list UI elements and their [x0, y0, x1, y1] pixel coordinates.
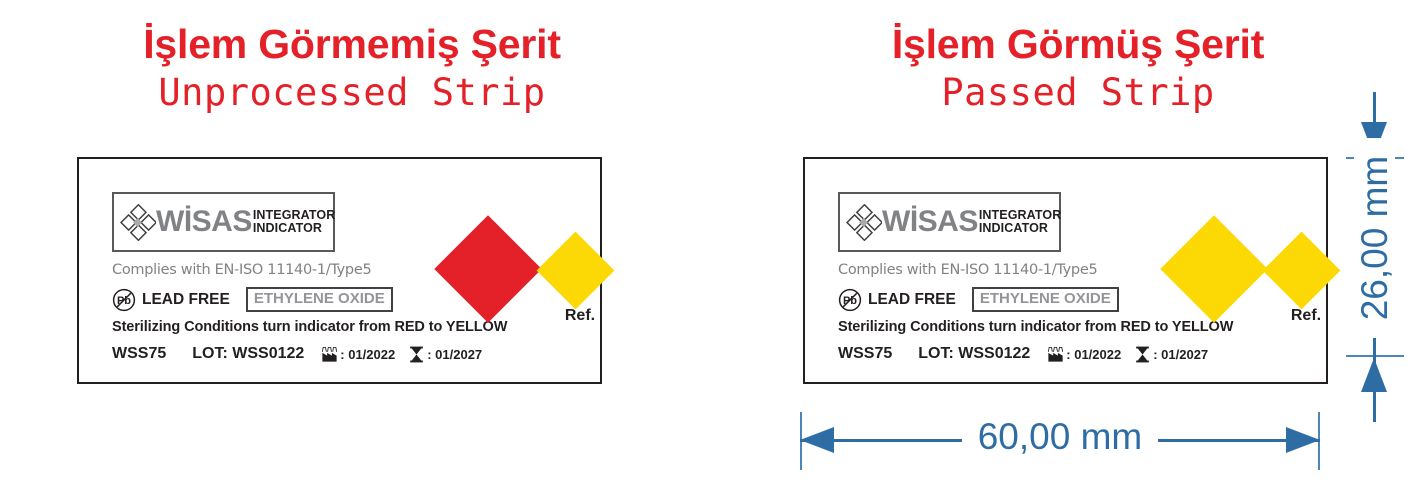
model-code: WSS75 — [112, 345, 167, 362]
heading-english: Passed Strip — [941, 71, 1215, 115]
hourglass-icon — [1136, 346, 1150, 362]
wisas-diamond-logo-icon — [845, 203, 882, 241]
compliance-text: Complies with EN-ISO 11140-1/Type5 — [112, 262, 372, 278]
compliance-text: Complies with EN-ISO 11140-1/Type5 — [838, 262, 1098, 278]
brand-subtitle: INTEGRATOR INDICATOR — [253, 209, 335, 235]
heading-unprocessed: İşlem Görmemiş Şerit Unprocessed Strip — [42, 22, 662, 116]
indicator-diamond-main — [1160, 215, 1268, 323]
reference-label: Ref. — [564, 307, 596, 324]
brand-subtitle-line2: INDICATOR — [978, 221, 1049, 235]
dimension-height: 26,00 mm — [1336, 92, 1414, 422]
arrow-left-icon — [800, 427, 834, 453]
expiry-date-group: : 01/2027 — [1133, 345, 1208, 364]
panel-unprocessed: İşlem Görmemiş Şerit Unprocessed Strip W… — [42, 0, 662, 480]
indicator-diamond-reference — [536, 231, 615, 310]
ethylene-oxide-label: ETHYLENE OXIDE — [979, 290, 1111, 307]
indicator-diamond-main — [434, 215, 542, 323]
lead-free-row: Pb LEAD FREE ETHYLENE OXIDE — [112, 287, 393, 312]
dimension-width: 60,00 mm — [800, 404, 1320, 480]
label-card-unprocessed: WİSAS INTEGRATOR INDICATOR Complies with… — [77, 157, 615, 384]
factory-icon — [322, 346, 338, 362]
lot-code: LOT: WSS0122 — [192, 345, 305, 362]
panel-passed: İşlem Görmüş Şerit Passed Strip WİSAS IN… — [768, 0, 1388, 480]
dimension-width-label-wrap: 60,00 mm — [800, 416, 1320, 458]
brand-subtitle-line2: INDICATOR — [252, 221, 323, 235]
brand-name: WİSAS — [882, 205, 978, 238]
brand-logo-box: WİSAS INTEGRATOR INDICATOR — [112, 192, 335, 252]
sterilizing-conditions-text: Sterilizing Conditions turn indicator fr… — [838, 319, 1234, 335]
expiry-date-group: : 01/2027 — [407, 345, 482, 364]
arrow-right-icon — [1286, 427, 1320, 453]
codes-row: WSS75 LOT: WSS0122 : 01/2022 : 01/20 — [112, 343, 482, 365]
ethylene-oxide-label: ETHYLENE OXIDE — [253, 290, 385, 307]
manufacture-date: : 01/2022 — [1066, 346, 1122, 362]
sterilizing-conditions-text: Sterilizing Conditions turn indicator fr… — [112, 319, 508, 335]
lead-free-label: LEAD FREE — [142, 290, 230, 308]
expiry-date: : 01/2027 — [427, 346, 483, 362]
expiry-date: : 01/2027 — [1153, 346, 1209, 362]
heading-english: Unprocessed Strip — [158, 71, 546, 115]
heading-turkish: İşlem Görmemiş Şerit — [143, 21, 561, 67]
ethylene-oxide-box: ETHYLENE OXIDE — [245, 287, 393, 312]
manufacture-date-group: : 01/2022 — [1046, 345, 1121, 364]
factory-icon — [1048, 346, 1064, 362]
lead-free-label: LEAD FREE — [868, 290, 956, 308]
heading-turkish: İşlem Görmüş Şerit — [891, 21, 1265, 67]
brand-name: WİSAS — [156, 205, 252, 238]
dimension-width-label: 60,00 mm — [961, 416, 1159, 457]
lead-free-icon: Pb — [112, 288, 136, 311]
dimension-height-label: 26,00 mm — [1354, 137, 1395, 339]
label-card-passed: WİSAS INTEGRATOR INDICATOR Complies with… — [803, 157, 1341, 384]
brand-subtitle-line1: INTEGRATOR — [252, 208, 336, 223]
heading-passed: İşlem Görmüş Şerit Passed Strip — [768, 22, 1388, 116]
lead-free-icon: Pb — [838, 288, 862, 311]
wisas-diamond-logo-icon — [119, 203, 156, 241]
arrow-up-icon — [1361, 358, 1387, 392]
lot-code: LOT: WSS0122 — [918, 345, 1031, 362]
brand-subtitle-line1: INTEGRATOR — [978, 208, 1062, 223]
lead-free-row: Pb LEAD FREE ETHYLENE OXIDE — [838, 287, 1119, 312]
reference-label: Ref. — [1290, 307, 1322, 324]
codes-row: WSS75 LOT: WSS0122 : 01/2022 : 01/20 — [838, 343, 1208, 365]
dimension-height-label-wrap: 26,00 mm — [1354, 111, 1396, 365]
model-code: WSS75 — [838, 345, 893, 362]
hourglass-icon — [410, 346, 424, 362]
indicator-diamond-reference — [1262, 231, 1341, 310]
manufacture-date: : 01/2022 — [340, 346, 396, 362]
ethylene-oxide-box: ETHYLENE OXIDE — [971, 287, 1119, 312]
brand-logo-box: WİSAS INTEGRATOR INDICATOR — [838, 192, 1061, 252]
manufacture-date-group: : 01/2022 — [320, 345, 395, 364]
brand-subtitle: INTEGRATOR INDICATOR — [979, 209, 1061, 235]
